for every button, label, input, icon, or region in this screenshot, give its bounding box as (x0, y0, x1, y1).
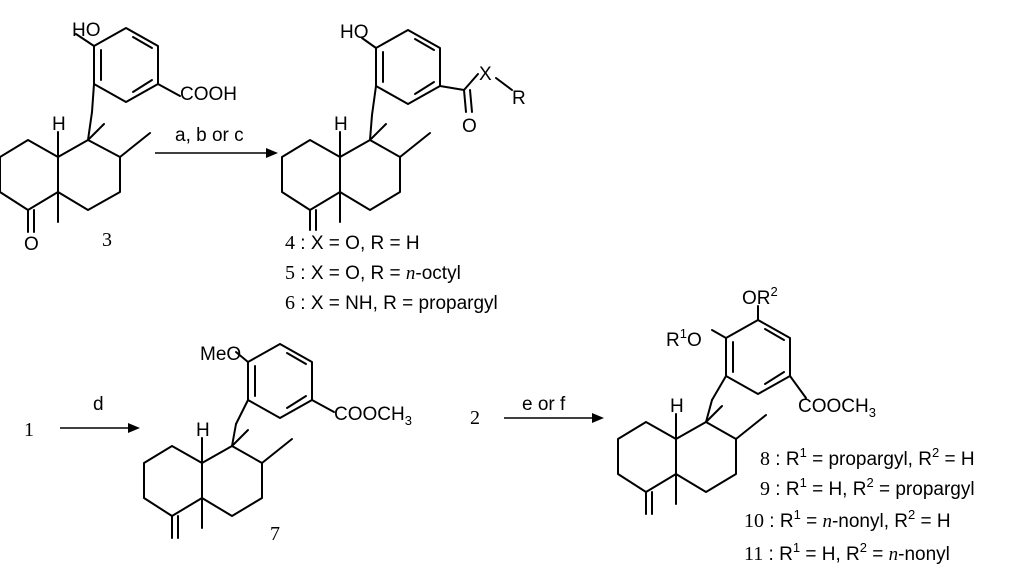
compound-3-ketone-o: O (24, 234, 39, 255)
compound-4-6-structure (281, 29, 513, 231)
compound-7-methoxy-label: MeO (200, 344, 241, 365)
compound-8-r1o-label: R1O (666, 326, 702, 351)
reagents-reaction-1: a, b or c (175, 125, 244, 146)
product-label-5: 5 : X = O, R = n-octyl (285, 262, 461, 284)
compound-4-carbonyl-o: O (462, 116, 477, 137)
compound-4-stereo-h: H (334, 114, 348, 135)
product-label-9: 9 : R1 = H, R2 = propargyl (760, 475, 975, 500)
compound-3-hydroxy-label: HO (72, 20, 101, 41)
compound-8-or2-label: OR2 (742, 284, 778, 309)
compound-7-structure (143, 343, 335, 539)
compound-4-hydroxy-label: HO (340, 22, 369, 43)
product-label-10: 10 : R1 = n-nonyl, R2 = H (744, 507, 951, 532)
compound-4-r-label: R (512, 88, 526, 109)
compound-2-id: 2 (470, 407, 480, 429)
compound-3-stereo-h: H (52, 114, 66, 135)
compound-3-acid-label: COOH (180, 84, 237, 105)
product-label-4: 4 : X = O, R = H (285, 232, 420, 254)
reagents-reaction-3: e or f (522, 394, 566, 415)
arrow-reaction-2-head (128, 423, 140, 433)
compound-7-id: 7 (270, 523, 280, 545)
product-label-8: 8 : R1 = propargyl, R2 = H (760, 445, 975, 470)
compound-8-ester-label: COOCH3 (798, 396, 876, 420)
reagents-reaction-2: d (93, 394, 104, 415)
compound-7-ester-label: COOCH3 (334, 404, 412, 428)
product-label-11: 11 : R1 = H, R2 = n-nonyl (744, 540, 950, 565)
compound-4-x-label: X (479, 64, 492, 85)
arrow-reaction-1-head (266, 148, 278, 158)
compound-8-11-structure (617, 305, 807, 515)
compound-3-structure (0, 27, 181, 233)
compound-7-stereo-h: H (196, 420, 210, 441)
product-label-6: 6 : X = NH, R = propargyl (285, 292, 498, 314)
compound-1-id: 1 (24, 419, 34, 441)
compound-3-id: 3 (102, 229, 112, 251)
compound-8-stereo-h: H (670, 396, 684, 417)
arrow-reaction-3-head (592, 413, 604, 423)
